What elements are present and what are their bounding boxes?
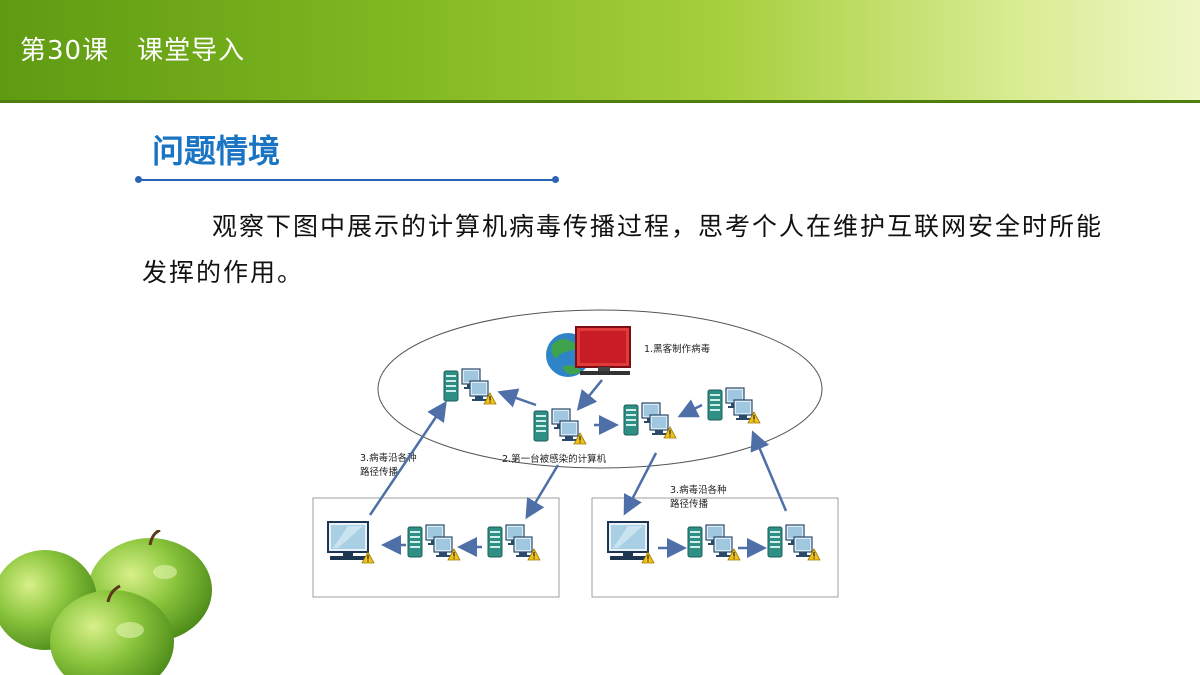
label-spread-left-line2: 路径传播 (360, 466, 399, 478)
arrow-first-to-left (497, 388, 537, 408)
server-cluster-right-box-2 (688, 525, 740, 560)
hacker-computer (546, 326, 631, 377)
lesson-number: 第30课 (20, 36, 110, 66)
arrow-center-to-rightbox (623, 452, 658, 516)
label-hacker: 1.黑客制作病毒 (644, 343, 711, 355)
header-underline (0, 100, 1200, 103)
server-cluster-left-box-2 (408, 525, 460, 560)
green-apples-decoration (0, 530, 212, 675)
question-text: 观察下图中展示的计算机病毒传播过程，思考个人在维护互联网安全时所能发挥的作用。 (142, 212, 1104, 287)
server-cluster-left (444, 369, 496, 404)
server-cluster-right-box-3 (768, 525, 820, 560)
rule-dot-right (552, 176, 559, 183)
title-rule (138, 179, 556, 181)
desktop-left-box-1 (328, 522, 374, 563)
server-cluster-right (708, 388, 760, 423)
arrow-rightbox-to-right (750, 430, 788, 512)
arrow-hacker-to-first (576, 379, 603, 411)
label-first-infected: 2.第一台被感染的计算机 (502, 453, 607, 465)
header-banner (0, 0, 1200, 100)
arrow-right-to-center (677, 399, 703, 418)
left-network-box (312, 497, 560, 598)
arrow-leftbox-to-left (368, 400, 447, 516)
server-cluster-first-infected (534, 409, 586, 444)
desktop-right-box-1 (608, 522, 654, 563)
right-network-box (591, 497, 839, 598)
network-ellipse (377, 309, 823, 469)
label-spread-right-line1: 3.病毒沿各种 (670, 484, 727, 496)
virus-spread-diagram: 1.黑客制作病毒 2.第一台被感染的计算机 3.病毒沿各种 路径传播 3.病毒沿… (312, 309, 839, 598)
section-name: 课堂导入 (137, 36, 246, 66)
server-cluster-left-box-3 (488, 525, 540, 560)
arrow-first-to-leftbox (525, 464, 560, 520)
label-spread-left-line1: 3.病毒沿各种 (360, 452, 417, 464)
server-cluster-center (624, 403, 676, 438)
label-spread-right-line2: 路径传播 (670, 498, 709, 510)
section-title: 问题情境 (152, 132, 281, 170)
lesson-heading: 第30课课堂导入 (20, 30, 245, 67)
